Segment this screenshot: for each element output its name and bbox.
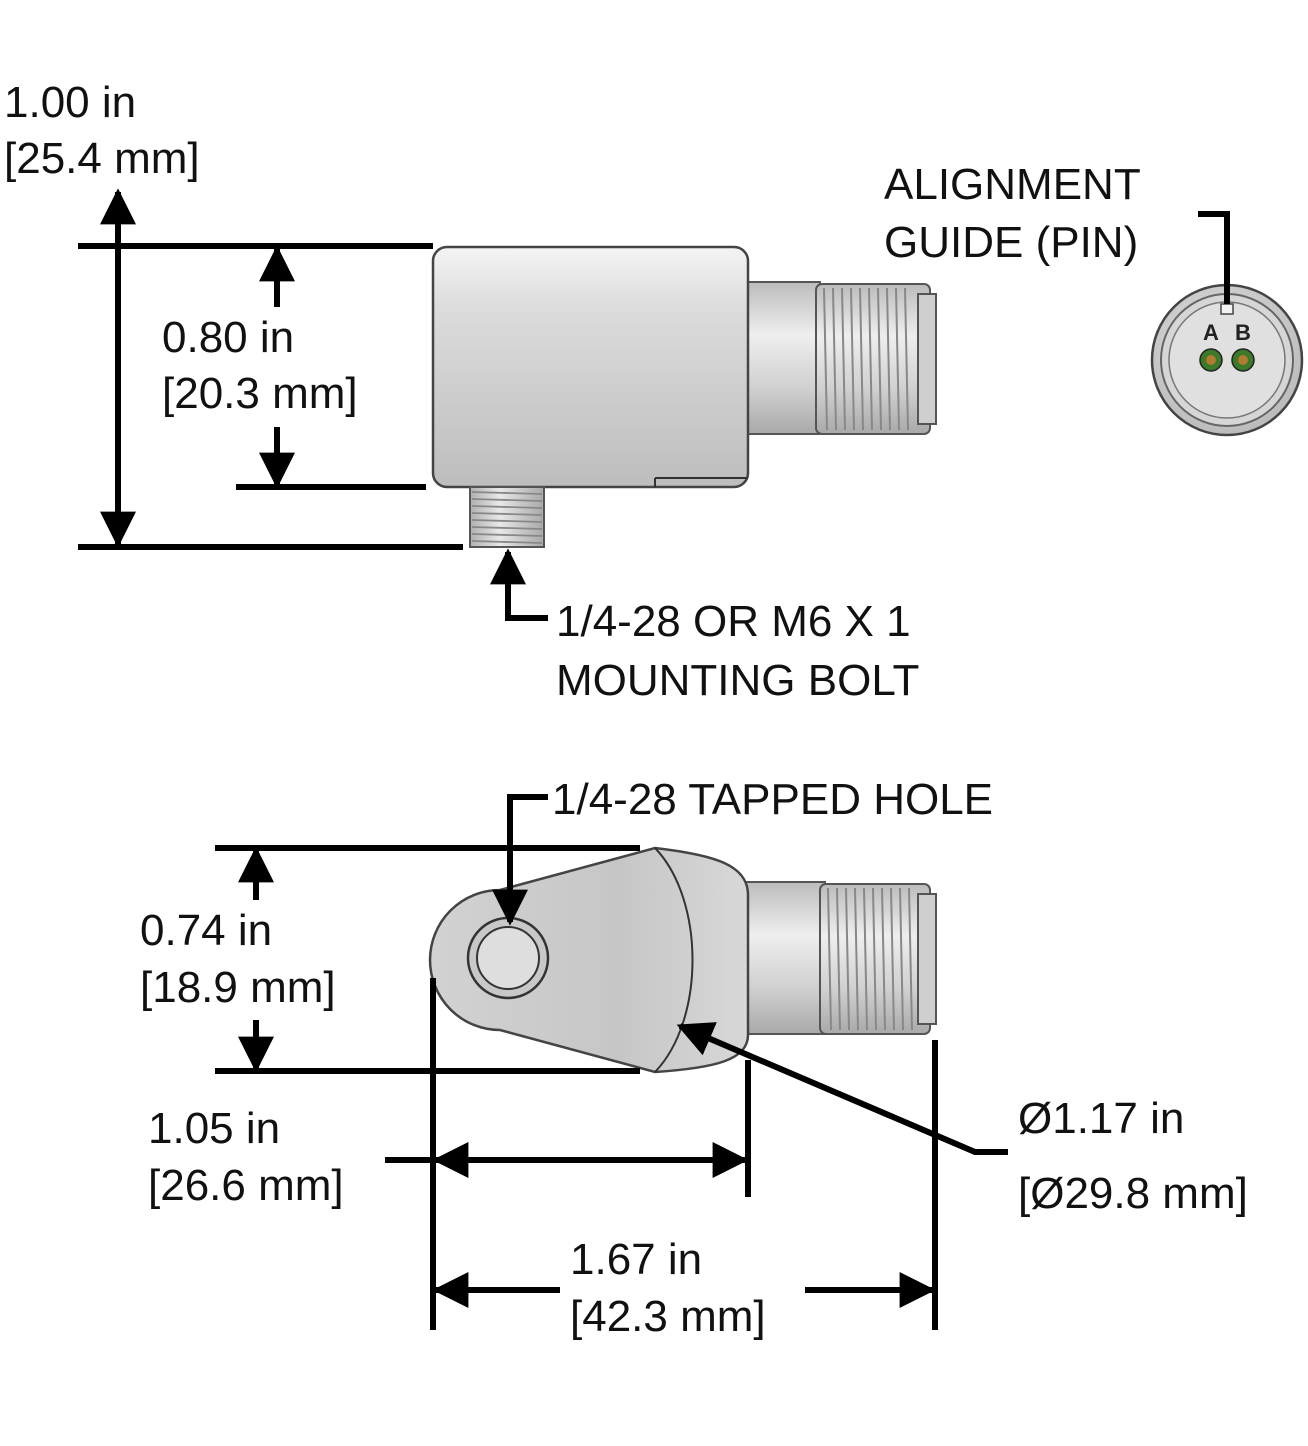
- overall-height-in: 1.00 in: [4, 78, 136, 127]
- overall-length-mm: [42.3 mm]: [570, 1292, 766, 1341]
- top-connector-threads: [819, 883, 937, 1035]
- tapped-hole-label: 1/4-28 TAPPED HOLE: [552, 775, 993, 824]
- alignment-leader: [1198, 211, 1230, 304]
- side-view: [78, 188, 937, 621]
- alignment-label-line2: GUIDE (PIN): [884, 218, 1138, 267]
- mounting-bolt-label-line1: 1/4-28 OR M6 X 1: [556, 597, 911, 646]
- pin-a-label: A: [1203, 320, 1219, 345]
- overall-length-in: 1.67 in: [570, 1235, 702, 1284]
- diameter-in: Ø1.17 in: [1018, 1094, 1184, 1143]
- diameter-mm: [Ø29.8 mm]: [1018, 1169, 1248, 1218]
- dimension-labels: 1.00 in [25.4 mm] 0.80 in [20.3 mm] 0.74…: [4, 78, 1248, 1341]
- pin-b: [1231, 348, 1255, 372]
- callout-labels: ALIGNMENT GUIDE (PIN) 1/4-28 OR M6 X 1 M…: [552, 160, 1141, 824]
- alignment-label-line1: ALIGNMENT: [884, 160, 1141, 209]
- connector-neck: [744, 281, 821, 435]
- overall-height-mm: [25.4 mm]: [4, 134, 200, 183]
- connector-threads: [815, 283, 937, 435]
- pin-a: [1199, 348, 1223, 372]
- sensor-body: [431, 245, 750, 489]
- base-width-in: 0.74 in: [140, 906, 272, 955]
- pin-b-label: B: [1235, 320, 1251, 345]
- body-length-in: 1.05 in: [148, 1104, 280, 1153]
- top-view: [215, 794, 1008, 1330]
- body-height-in: 0.80 in: [162, 313, 294, 362]
- top-connector-neck: [744, 881, 826, 1035]
- tapped-hole: [466, 916, 550, 1000]
- body-height-mm: [20.3 mm]: [162, 369, 358, 418]
- mounting-bolt-label-line2: MOUNTING BOLT: [556, 656, 919, 705]
- body-length-mm: [26.6 mm]: [148, 1161, 344, 1210]
- connector-end-view: A B: [1150, 211, 1304, 437]
- mounting-bolt: [469, 486, 545, 548]
- base-width-mm: [18.9 mm]: [140, 963, 336, 1012]
